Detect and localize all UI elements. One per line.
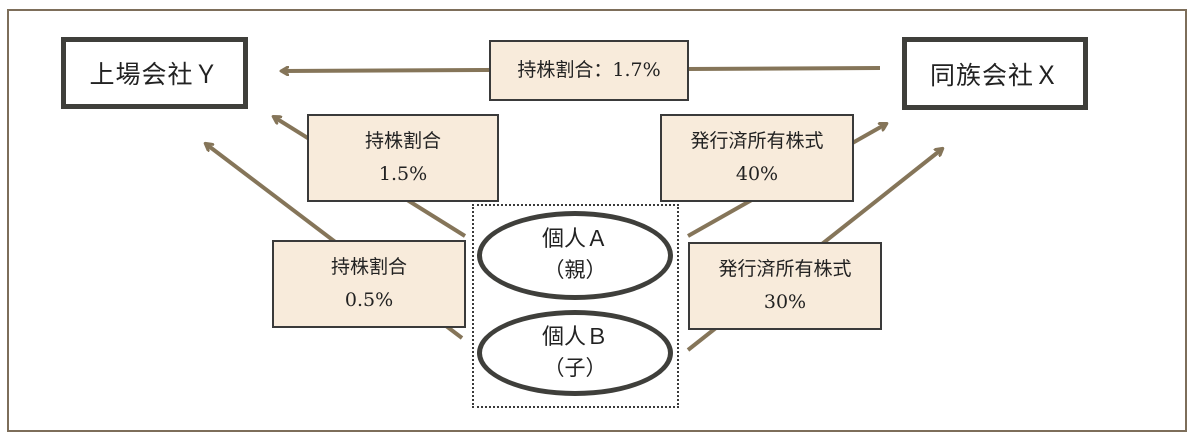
relation-a-to-x-value: 40%	[735, 163, 779, 185]
relation-a-to-y-title: 持株割合	[364, 129, 441, 152]
individual-b-ellipse: 個人Ｂ （子）	[477, 310, 673, 396]
individual-a-name: 個人Ａ	[541, 227, 608, 253]
individuals-group	[472, 204, 679, 408]
relation-a-to-y-label: 持株割合 1.5%	[307, 114, 499, 202]
listed-company-y-box: 上場会社Ｙ	[61, 37, 248, 109]
listed-company-name: 上場会社Ｙ	[89, 60, 220, 89]
relation-a-to-y-value: 1.5%	[378, 163, 428, 185]
relation-x-to-y-label: 持株割合：1.7%	[489, 40, 689, 101]
family-company-x-box: 同族会社Ｘ	[902, 37, 1088, 110]
individual-a-ellipse: 個人Ａ （親）	[477, 211, 673, 300]
individual-b-name: 個人Ｂ	[541, 324, 608, 350]
relation-a-to-x-label: 発行済所有株式 40%	[660, 114, 854, 202]
individual-a-role: （親）	[543, 258, 607, 283]
relation-a-to-x-title: 発行済所有株式	[690, 129, 824, 152]
relation-b-to-x-label: 発行済所有株式 30%	[688, 242, 882, 330]
relation-b-to-y-label: 持株割合 0.5%	[272, 240, 466, 328]
relation-b-to-y-value: 0.5%	[344, 289, 394, 311]
relation-b-to-y-title: 持株割合	[330, 255, 407, 278]
family-company-name: 同族会社Ｘ	[929, 60, 1060, 90]
relation-b-to-x-value: 30%	[763, 291, 807, 313]
relation-x-to-y-text: 持株割合：1.7%	[517, 58, 661, 81]
relation-b-to-x-title: 発行済所有株式	[718, 257, 852, 280]
individual-b-role: （子）	[543, 355, 607, 380]
